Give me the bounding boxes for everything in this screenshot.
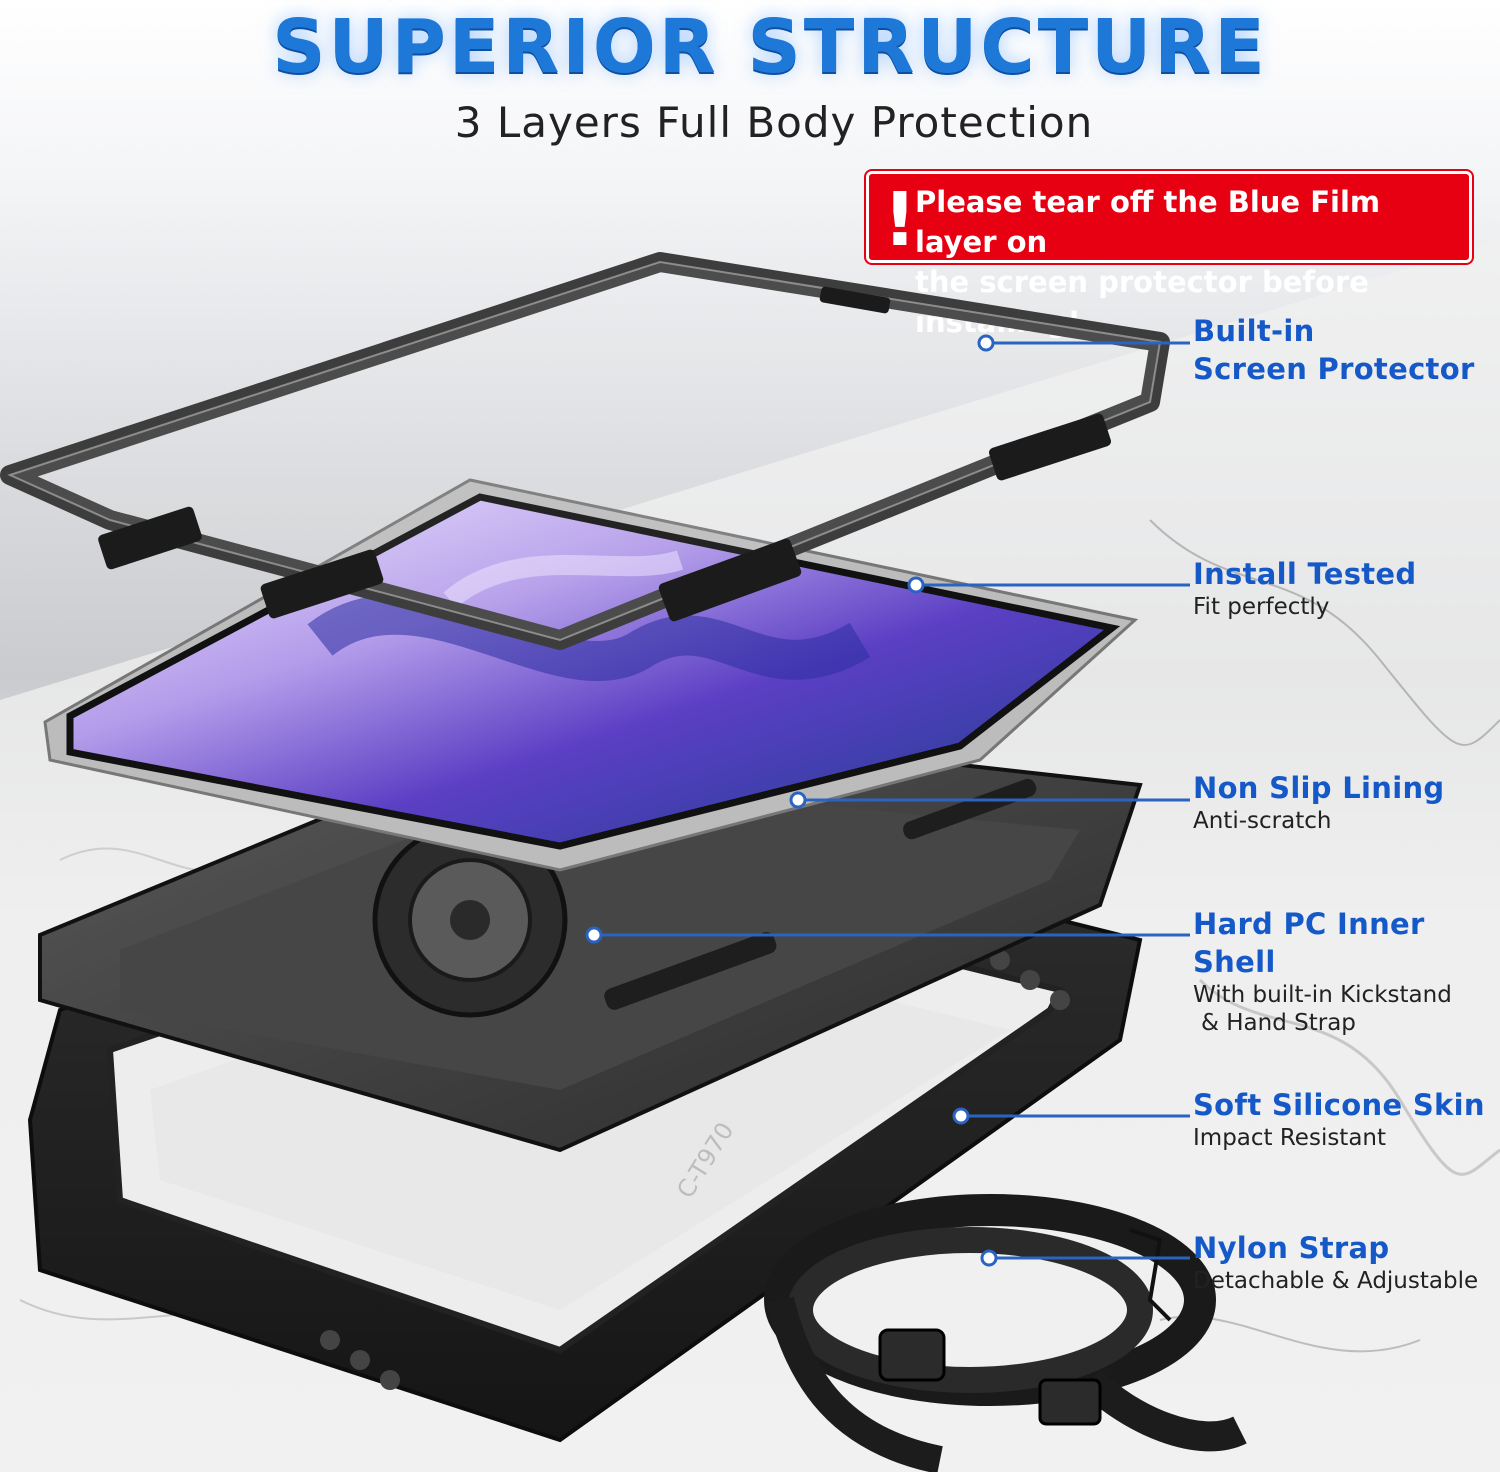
callout-subtitle: Impact Resistant bbox=[1193, 1125, 1387, 1151]
callout-subtitle: With built-in Kickstand bbox=[1193, 982, 1452, 1008]
callout-subtitle: Fit perfectly bbox=[1193, 594, 1330, 620]
callout-nylon-strap: Nylon Strap Detachable & Adjustable bbox=[1193, 1229, 1478, 1295]
warning-line-1: Please tear off the Blue Film layer on bbox=[915, 185, 1381, 259]
callout-non-slip-lining: Non Slip Lining Anti-scratch bbox=[1193, 769, 1444, 835]
callout-leader-lines bbox=[594, 341, 1190, 1260]
screen-protector-frame bbox=[0, 252, 1170, 650]
warning-banner: ! Please tear off the Blue Film layer on… bbox=[866, 171, 1472, 339]
callout-title: Install Tested bbox=[1193, 557, 1417, 591]
nylon-strap bbox=[764, 1194, 1247, 1472]
callout-screen-protector: Built-in Screen Protector bbox=[1193, 312, 1475, 388]
page-title: SUPERIOR STRUCTURE bbox=[272, 4, 1268, 90]
callout-silicone-skin: Soft Silicone Skin Impact Resistant bbox=[1193, 1086, 1485, 1152]
warning-text: Please tear off the Blue Film layer on t… bbox=[915, 182, 1469, 342]
exclamation-icon: ! bbox=[883, 177, 917, 263]
callout-subtitle: & Hand Strap bbox=[1201, 1010, 1356, 1036]
callout-dots bbox=[585, 334, 998, 1267]
callout-hard-pc-shell: Hard PC Inner Shell With built-in Kickst… bbox=[1193, 905, 1500, 1037]
callout-title: Nylon Strap bbox=[1193, 1231, 1390, 1265]
callout-title: Non Slip Lining bbox=[1193, 771, 1445, 805]
callout-subtitle: Detachable & Adjustable bbox=[1193, 1268, 1479, 1294]
page-subtitle: 3 Layers Full Body Protection bbox=[454, 98, 1094, 147]
callout-title: Hard PC Inner Shell bbox=[1193, 907, 1425, 979]
callout-subtitle: Anti-scratch bbox=[1193, 808, 1332, 834]
callout-title: Built-in bbox=[1193, 314, 1315, 348]
callout-title: Soft Silicone Skin bbox=[1193, 1088, 1485, 1122]
callout-title: Screen Protector bbox=[1193, 352, 1475, 386]
callout-install-tested: Install Tested Fit perfectly bbox=[1193, 555, 1416, 621]
